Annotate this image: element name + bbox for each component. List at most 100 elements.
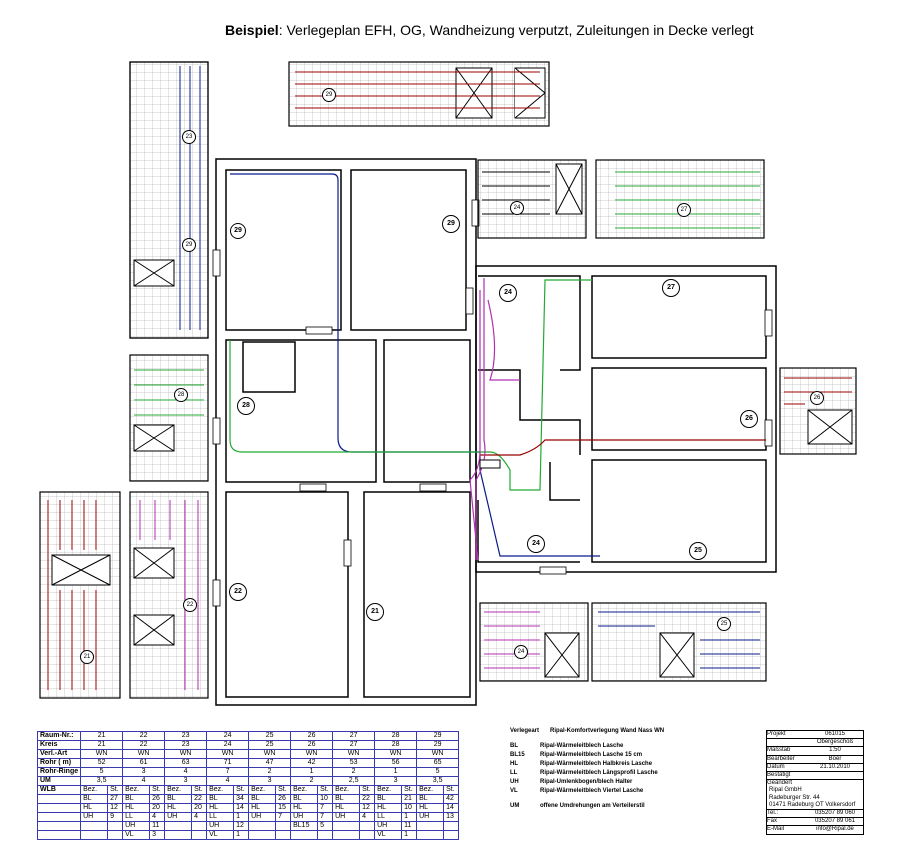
table-cell: WN [290, 749, 334, 759]
table-cell: HL [332, 803, 361, 813]
table-cell: BL [248, 794, 277, 804]
panel-label-23: 23 [182, 130, 196, 144]
table-cell: 5 [416, 767, 460, 777]
panel-label-28: 28 [174, 388, 188, 402]
table-cell: UH [80, 812, 109, 822]
company-name: Ripal GmbH [769, 787, 802, 794]
table-cell: UH [248, 812, 277, 822]
table-cell [416, 821, 445, 831]
table-cell: 22 [191, 794, 208, 804]
table-cell: 42 [443, 794, 460, 804]
title-block-value [807, 772, 863, 779]
wall-openings [212, 199, 773, 607]
plan-title-bold: Beispiel [225, 22, 279, 38]
table-cell: 1 [401, 812, 418, 822]
room-label-28: 28 [237, 397, 255, 415]
legend-key: UM [510, 803, 520, 809]
table-cell: 22 [122, 740, 166, 750]
table-cell: UH [416, 812, 445, 822]
table-cell: Bez. [206, 785, 235, 795]
panel-label-29-top: 29 [322, 88, 336, 102]
legend-value: offene Umdrehungen am Verteilerstil [540, 803, 645, 809]
table-cell: 26 [290, 731, 334, 741]
table-cell: 26 [149, 794, 166, 804]
legend-value: Ripal-Wärmeleitblech Lasche [540, 743, 624, 749]
table-cell: 12 [233, 821, 250, 831]
table-cell: 42 [290, 758, 334, 768]
table-cell [416, 830, 445, 840]
legend-value: Ripal-Wärmeleitblech Viertel Lasche [540, 788, 644, 794]
table-cell: 1 [374, 767, 418, 777]
table-cell: St. [275, 785, 292, 795]
table-cell [443, 821, 460, 831]
detail-panels [39, 61, 857, 699]
room-label-24a: 24 [499, 284, 517, 302]
table-cell: Bez. [332, 785, 361, 795]
title-block-company: Ripal GmbH Radeburger Str. 44 01471 Rade… [767, 787, 863, 811]
table-cell: 2 [332, 767, 376, 777]
table-cell [359, 821, 376, 831]
table-cell: 25 [248, 731, 292, 741]
table-cell: 2 [290, 776, 334, 786]
table-cell: 61 [122, 758, 166, 768]
table-cell: St. [149, 785, 166, 795]
legend-key: LL [510, 770, 518, 776]
room-label-29b: 29 [442, 215, 460, 233]
title-block-label: Bestätigt [767, 772, 791, 779]
table-cell [275, 830, 292, 840]
table-cell [191, 821, 208, 831]
table-cell: 22 [359, 794, 376, 804]
table-cell: VL [374, 830, 403, 840]
table-cell: Bez. [164, 785, 193, 795]
panel-label-21: 21 [80, 650, 94, 664]
title-block-row: Obergeschoß [767, 739, 863, 748]
panel-label-24-top: 24 [510, 201, 524, 215]
table-cell: 14 [443, 803, 460, 813]
table-cell: Bez. [80, 785, 109, 795]
legend-key: UH [510, 779, 519, 785]
table-cell [317, 830, 334, 840]
title-block-label: Geändert [767, 780, 793, 787]
table-cell: BL [332, 794, 361, 804]
table-row-header: Kreis [36, 740, 82, 750]
panel-22 [129, 491, 209, 699]
table-cell: 4 [122, 776, 166, 786]
table-cell [248, 830, 277, 840]
table-cell: 29 [416, 740, 460, 750]
table-cell: UH [122, 821, 151, 831]
table-row-header [36, 830, 82, 840]
table-cell: WN [80, 749, 124, 759]
table-cell: BL15 [290, 821, 319, 831]
table-cell: 23 [164, 731, 208, 741]
legend-value: Ripal-Wärmeleitblech Längsprofil Lasche [540, 770, 658, 776]
table-cell: St. [107, 785, 124, 795]
title-block-value: Obergeschoß [816, 739, 854, 746]
pipe-runs [229, 173, 766, 561]
title-block-label: Projekt [767, 731, 786, 737]
table-cell: UH [332, 812, 361, 822]
table-row-header [36, 821, 82, 831]
table-cell: 21 [401, 794, 418, 804]
table-cell: BL [206, 794, 235, 804]
legend-header-key: Verlegeart [510, 728, 540, 734]
table-cell: 15 [275, 803, 292, 813]
table-row-header: Verl.-Art [36, 749, 82, 759]
table-cell [107, 830, 124, 840]
panel-label-25: 25 [717, 617, 731, 631]
title-block-row: Tel.:035207 89 060 [767, 810, 863, 819]
table-cell [443, 830, 460, 840]
table-cell: 3 [122, 767, 166, 777]
table-cell: St. [401, 785, 418, 795]
table-cell: VL [206, 830, 235, 840]
panel-meanders [47, 66, 852, 690]
table-cell: BL [374, 794, 403, 804]
table-cell: 7 [206, 767, 250, 777]
